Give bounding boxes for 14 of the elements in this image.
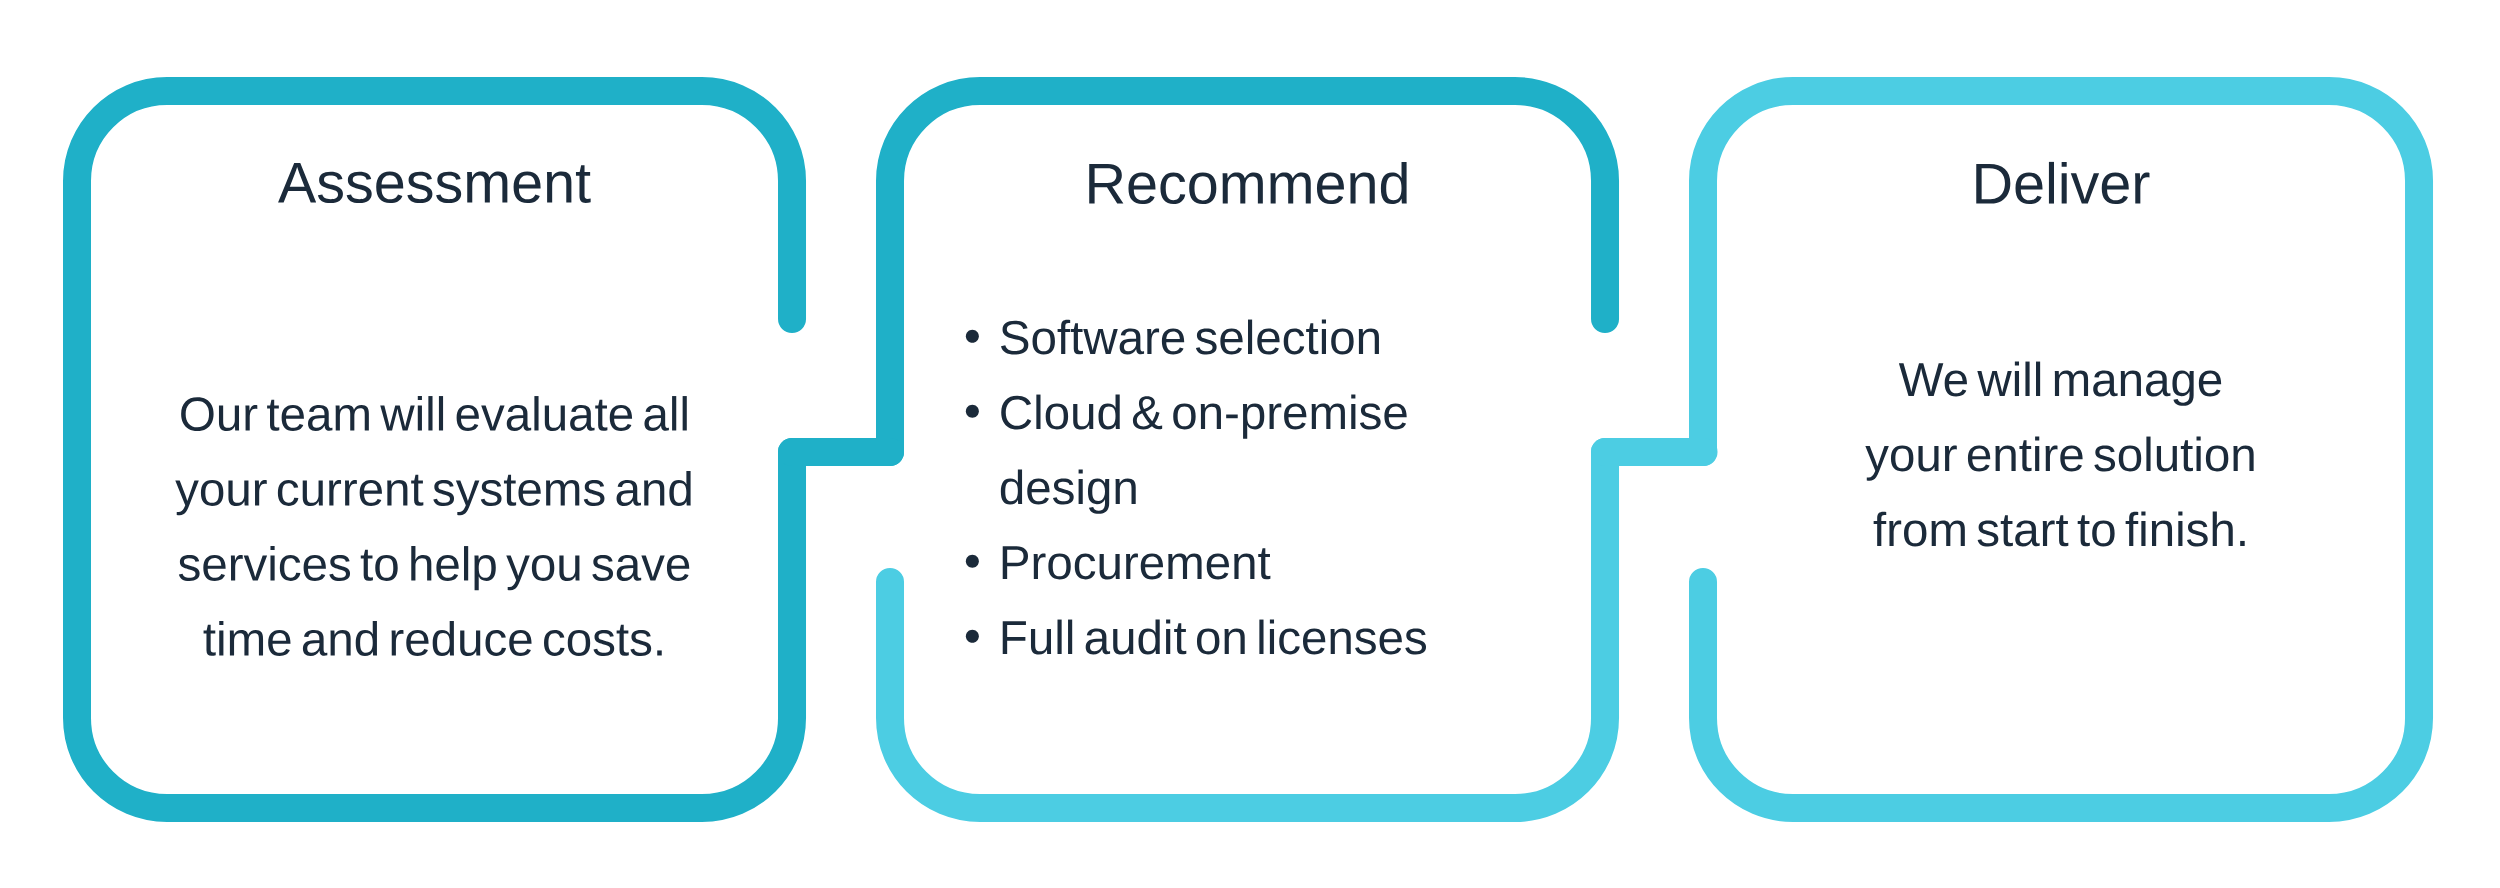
step-description: We will manage your entire solution from start to finish. xyxy=(1865,361,2254,547)
step-title: Recommend xyxy=(1089,161,1407,205)
connector-line xyxy=(1591,438,1718,466)
bullet-item: Full audit on licenses xyxy=(1002,619,1426,655)
bullet-item: Procurement xyxy=(1002,546,1271,580)
step-title: Deliver xyxy=(1976,161,2150,205)
connector-line xyxy=(778,438,904,466)
step-box xyxy=(876,77,1619,822)
step-box xyxy=(1689,77,2434,822)
step-title: Assessment xyxy=(278,162,591,204)
bullet-item: Software selection xyxy=(1001,319,1379,355)
bullet-item: Cloud & on-premise design xyxy=(1000,394,1407,514)
step-box xyxy=(63,77,806,822)
step-description: Our team will evaluate all your current systems and services to help you save time and reduce costs. xyxy=(175,396,691,656)
